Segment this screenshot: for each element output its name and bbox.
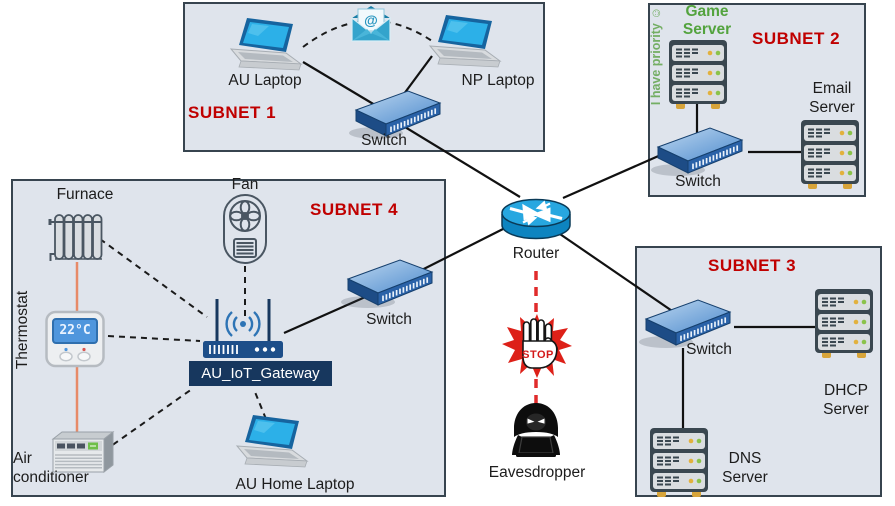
stop-label: STOP [522,349,554,361]
dns-server-icon [650,428,708,497]
subnet2-switch-icon [650,127,743,177]
furnace-label: Furnace [56,186,114,203]
thermostat-label: Thermostat [14,290,31,370]
email-server-label: Email Server [809,80,855,116]
np-laptop-label: NP Laptop [461,72,535,89]
stop-hand-icon [501,313,573,379]
au-home-laptop-label: AU Home Laptop [235,476,355,493]
wifi-icon [225,311,261,337]
subnet2-title: SUBNET 2 [752,29,841,48]
subnet1-switch-label: Switch [361,132,407,149]
iot-gateway-icon [203,299,283,358]
router-icon [500,198,572,240]
subnet4-switch-icon [340,259,433,309]
subnet3-title: SUBNET 3 [708,256,797,275]
dns-server-label: DNS Server [722,450,768,486]
air-conditioner-label: Air conditioner [13,450,89,486]
au-laptop-icon [230,17,302,71]
subnet1-title: SUBNET 1 [188,103,277,122]
furnace-icon [47,214,103,262]
eavesdropper-icon [511,402,561,458]
thermostat-reading: 22°C [59,323,91,338]
au-home-laptop-icon [236,414,308,468]
eavesdropper-label: Eavesdropper [488,464,586,481]
subnet2-switch-label: Switch [675,173,721,190]
game-server-label: Game Server [682,3,732,38]
np-laptop-icon [429,14,501,68]
subnet4-title: SUBNET 4 [310,200,399,219]
priority-note: I have priority ☺ [649,6,663,106]
email-message-icon [351,5,391,42]
dhcp-server-label: DHCP Server [823,382,869,418]
iot-gateway-label: AU_IoT_Gateway [189,361,332,386]
thermostat-icon [45,310,105,368]
fan-label: Fan [231,176,259,193]
game-server-icon [669,40,727,109]
subnet4-switch-label: Switch [366,311,412,328]
au-laptop-label: AU Laptop [228,72,302,89]
fan-icon [223,194,267,264]
email-server-icon [801,120,859,189]
dhcp-server-icon [815,289,873,358]
router-label: Router [512,245,560,262]
subnet3-switch-label: Switch [686,341,732,358]
